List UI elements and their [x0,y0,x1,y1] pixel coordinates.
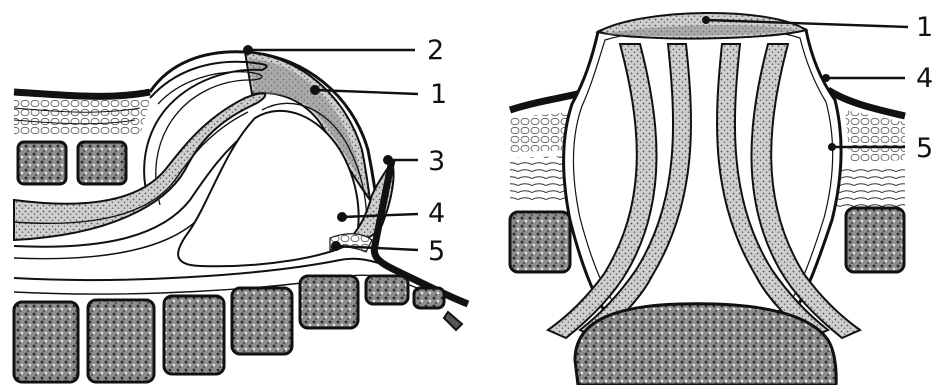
label-4: 4 [428,198,445,229]
left-panel: 2 1 3 4 5 [14,35,468,382]
label-1: 1 [430,79,447,110]
label-2: 2 [427,35,444,66]
left-labels: 2 1 3 4 5 [427,35,447,267]
label-3: 3 [428,146,445,177]
vertebra-row-left [14,276,462,382]
right-labels: 1 4 5 [916,12,933,164]
label-5: 5 [916,133,933,164]
label-5: 5 [428,236,445,267]
label-1: 1 [916,12,933,43]
right-panel: 1 4 5 [510,12,933,385]
label-4: 4 [916,63,933,94]
